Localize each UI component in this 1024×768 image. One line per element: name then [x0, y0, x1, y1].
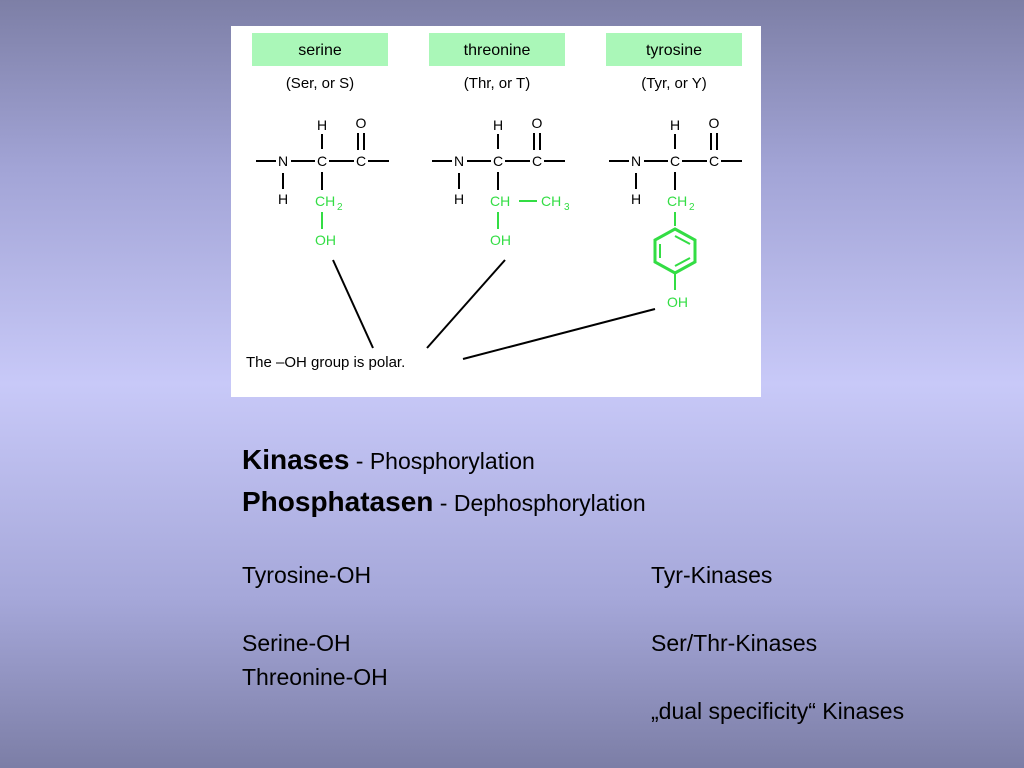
amino-acid-diagram: serine (Ser, or S) H O N C C H CH 2 OH t…: [246, 33, 742, 371]
row-right: Ser/Thr-Kinases: [651, 630, 818, 656]
row-right: „dual specificity“ Kinases: [651, 698, 905, 724]
backbone-h-top: H: [670, 117, 680, 133]
phosphatasen-desc: - Dephosphorylation: [433, 490, 646, 516]
backbone-c-alpha: C: [493, 153, 503, 169]
phosphatasen-title: Phosphatasen: [242, 486, 434, 517]
threonine-structure: threonine (Thr, or T) H O N C C H CH CH …: [429, 33, 570, 248]
serine-abbr: (Ser, or S): [286, 75, 354, 92]
serine-structure: serine (Ser, or S) H O N C C H CH 2 OH: [252, 33, 389, 248]
backbone-h-n: H: [454, 191, 464, 207]
backbone-o: O: [356, 115, 367, 131]
tyrosine-oh: OH: [667, 294, 688, 310]
serine-oh: OH: [315, 232, 336, 248]
threonine-oh: OH: [490, 232, 511, 248]
backbone-c-carbonyl: C: [532, 153, 542, 169]
row-right: Tyr-Kinases: [651, 562, 773, 588]
polar-note: The –OH group is polar.: [246, 354, 405, 371]
backbone-c-carbonyl: C: [709, 153, 719, 169]
threonine-ch3: CH: [541, 193, 561, 209]
threonine-ch: CH: [490, 193, 510, 209]
backbone-h-n: H: [631, 191, 641, 207]
backbone-c-carbonyl: C: [356, 153, 366, 169]
backbone-n: N: [454, 153, 464, 169]
phosphatasen-line: Phosphatasen - Dephosphorylation: [242, 486, 646, 518]
row-left: Serine-OH: [242, 630, 351, 656]
backbone-o: O: [709, 115, 720, 131]
tyrosine-name: tyrosine: [646, 42, 702, 59]
tyrosine-abbr: (Tyr, or Y): [641, 75, 707, 92]
backbone-h-n: H: [278, 191, 288, 207]
row-left: Tyrosine-OH: [242, 562, 372, 588]
threonine-name: threonine: [464, 42, 531, 59]
threonine-label-box: [429, 33, 565, 66]
backbone-h-top: H: [317, 117, 327, 133]
backbone-o: O: [532, 115, 543, 131]
tyrosine-ch: CH: [667, 193, 687, 209]
backbone-c-alpha: C: [670, 153, 680, 169]
backbone-n: N: [631, 153, 641, 169]
pointer-line-serine: [332, 259, 374, 349]
kinases-title: Kinases: [242, 444, 350, 475]
threonine-ch3-sub: 3: [564, 202, 570, 213]
serine-name: serine: [298, 42, 342, 59]
tyrosine-structure: tyrosine (Tyr, or Y) H O N C C H CH 2 OH: [606, 33, 742, 310]
kinases-line: Kinases - Phosphorylation: [242, 444, 535, 476]
backbone-c-alpha: C: [317, 153, 327, 169]
amino-acid-figure: serine (Ser, or S) H O N C C H CH 2 OH t…: [231, 26, 761, 397]
pointer-line-tyrosine: [462, 308, 656, 360]
serine-ch-sub: 2: [337, 202, 343, 213]
tyrosine-label-box: [606, 33, 742, 66]
row-left: Threonine-OH: [242, 664, 388, 690]
pointer-line-threonine: [426, 259, 506, 349]
backbone-h-top: H: [493, 117, 503, 133]
tyrosine-ch-sub: 2: [689, 202, 695, 213]
kinases-desc: - Phosphorylation: [349, 448, 535, 474]
serine-ch: CH: [315, 193, 335, 209]
serine-label-box: [252, 33, 388, 66]
backbone-n: N: [278, 153, 288, 169]
threonine-abbr: (Thr, or T): [464, 75, 530, 92]
